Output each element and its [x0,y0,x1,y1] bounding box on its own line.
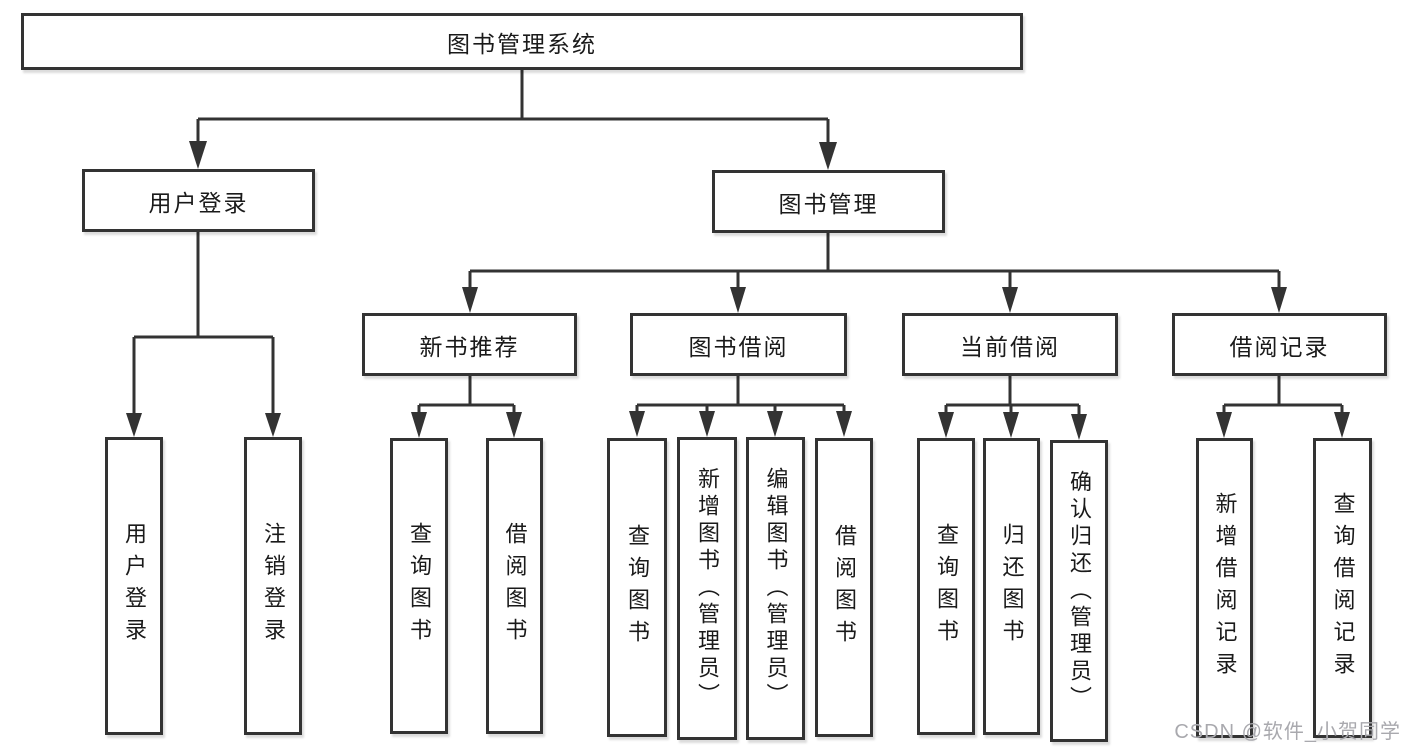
leaf-add-borrow-record: 新增借阅记录 [1196,438,1253,738]
node-user-login: 用户登录 [82,169,315,232]
leaf-label: 编辑图书（管理员） [763,467,789,710]
leaf-label: 借阅图书 [502,522,528,650]
leaf-label: 借阅图书 [832,523,857,652]
node-new-book-recommend: 新书推荐 [362,313,577,376]
leaf-label: 查询图书 [625,523,650,652]
node-borrow-records: 借阅记录 [1172,313,1387,376]
arrowheads [126,141,1350,440]
node-library-system: 图书管理系统 [21,13,1023,70]
leaf-query-borrow-record: 查询借阅记录 [1313,438,1372,738]
leaf-label: 用户登录 [122,522,147,650]
leaf-label: 归还图书 [999,522,1025,651]
connector-shafts [132,69,1344,418]
leaf-query-books-3: 查询图书 [917,438,975,735]
leaf-label: 查询借阅记录 [1330,492,1356,684]
leaf-query-books-2: 查询图书 [607,438,667,737]
leaf-label: 新增图书（管理员） [695,467,720,710]
leaf-return-books: 归还图书 [983,438,1040,735]
leaf-query-books-1: 查询图书 [390,438,448,734]
node-current-borrow: 当前借阅 [902,313,1118,376]
leaf-label: 注销登录 [261,522,286,650]
leaf-user-login: 用户登录 [105,437,163,735]
node-book-borrow: 图书借阅 [630,313,847,376]
leaf-label: 新增借阅记录 [1212,492,1238,684]
leaf-label: 查询图书 [934,522,959,651]
leaf-logout: 注销登录 [244,437,302,735]
leaf-edit-book-admin: 编辑图书（管理员） [746,437,805,740]
leaf-add-book-admin: 新增图书（管理员） [677,437,737,740]
node-book-management: 图书管理 [712,170,945,233]
csdn-watermark: CSDN @软件_小贺同学 [1174,721,1401,743]
leaf-label: 确认归还（管理员） [1067,469,1092,713]
leaf-borrow-books-1: 借阅图书 [486,438,543,734]
leaf-confirm-return-admin: 确认归还（管理员） [1050,440,1108,742]
leaf-borrow-books-2: 借阅图书 [815,438,873,737]
leaf-label: 查询图书 [407,522,432,650]
